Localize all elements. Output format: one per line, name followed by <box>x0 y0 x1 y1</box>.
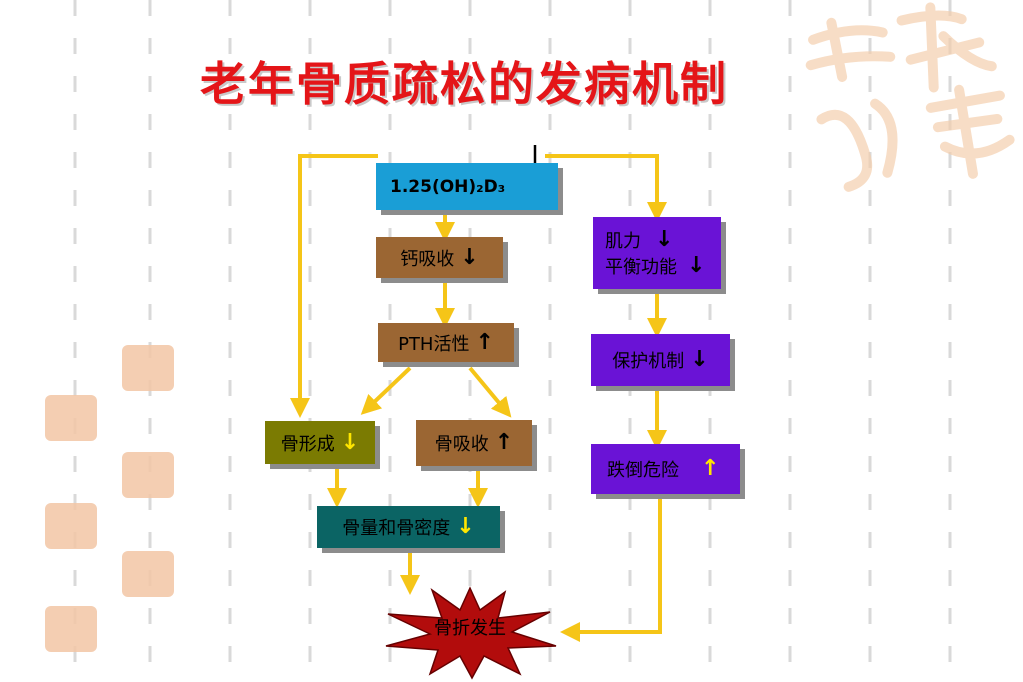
vitamin-d-label: 1.25(OH)₂D₃ <box>390 176 506 197</box>
fall-risk-increase-arrow: ↑ <box>701 456 720 481</box>
bone-density-decrease-arrow: ↓ <box>456 514 475 539</box>
protection-decrease-arrow: ↓ <box>690 347 709 372</box>
seal-stamp-3 <box>122 452 174 498</box>
bone-formation-decrease-arrow: ↓ <box>340 429 360 455</box>
seal-stamp-4 <box>45 503 97 549</box>
balance-function-label: 平衡功能 <box>605 257 677 278</box>
seal-stamp-2 <box>45 395 97 441</box>
balance-decrease-arrow: ↓ <box>687 253 706 278</box>
fall-risk-node: 跌倒危险 ↑ <box>591 444 740 494</box>
protection-mechanism-node: 保护机制 ↓ <box>591 334 730 386</box>
bone-formation-node: 骨形成 ↓ <box>265 421 375 464</box>
fall-risk-label: 跌倒危险 <box>607 460 679 481</box>
fracture-starburst <box>385 586 557 680</box>
pth-increase-arrow: ↑ <box>475 329 494 355</box>
watermark-calligraphy <box>790 0 1023 213</box>
bone-formation-label: 骨形成 <box>280 433 335 455</box>
fracture-label: 骨折发生 <box>434 618 506 639</box>
protection-mechanism-label: 保护机制 <box>612 351 685 372</box>
bone-density-label: 骨量和骨密度 <box>342 518 451 539</box>
vitamin-d-node: 1.25(OH)₂D₃ <box>376 163 558 210</box>
calcium-absorption-label: 钙吸收 <box>400 248 455 270</box>
seal-stamp-6 <box>45 606 97 652</box>
bone-resorption-label: 骨吸收 <box>434 434 489 455</box>
muscle-strength-label: 肌力 <box>605 231 641 252</box>
page-title: 老年骨质疏松的发病机制 <box>200 57 728 111</box>
calcium-decrease-arrow: ↓ <box>460 244 479 270</box>
seal-stamp-1 <box>122 345 174 391</box>
bone-density-node: 骨量和骨密度 ↓ <box>317 506 500 548</box>
fracture-node: 骨折发生 <box>400 612 540 642</box>
calcium-absorption-node: 钙吸收 ↓ <box>376 237 503 278</box>
bone-resorption-increase-arrow: ↑ <box>494 430 514 455</box>
seal-stamp-5 <box>122 551 174 597</box>
muscle-balance-node: 肌力 ↓ 平衡功能 ↓ <box>593 217 721 289</box>
pth-activity-label: PTH活性 <box>398 333 470 355</box>
muscle-decrease-arrow: ↓ <box>655 227 674 252</box>
pth-activity-node: PTH活性 ↑ <box>378 323 514 362</box>
bone-resorption-node: 骨吸收 ↑ <box>416 420 532 466</box>
